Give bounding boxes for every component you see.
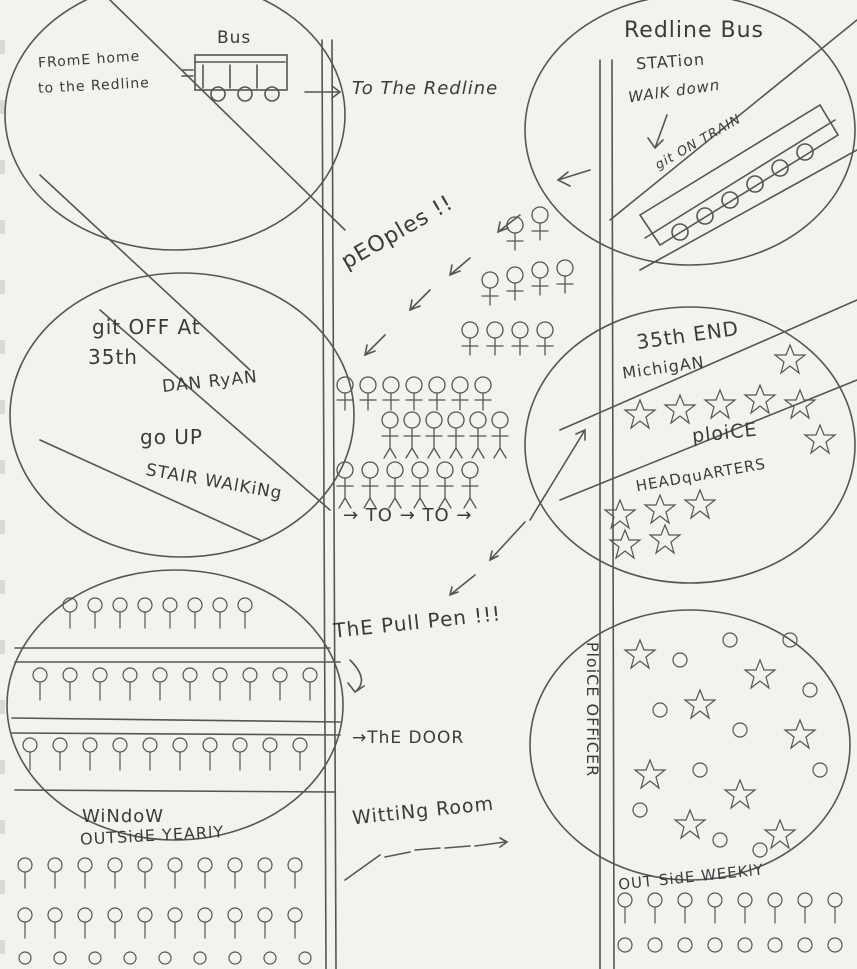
window-label: WiNdoW	[82, 806, 164, 827]
redline-bus-label: Redline Bus	[624, 18, 764, 43]
the-door-label: →ThE DOOR	[352, 728, 464, 748]
to-to-label: → TO → TO →	[343, 505, 472, 526]
go-up-label: go UP	[140, 425, 203, 449]
git-off-at-label: git OFF At	[92, 315, 201, 339]
35th-label: 35th	[88, 345, 138, 369]
to-the-redline-label: To The Redline	[352, 78, 498, 99]
bus-label: Bus	[217, 28, 251, 48]
ploice-officer-label: PloiCE OFFiCER	[583, 642, 602, 777]
